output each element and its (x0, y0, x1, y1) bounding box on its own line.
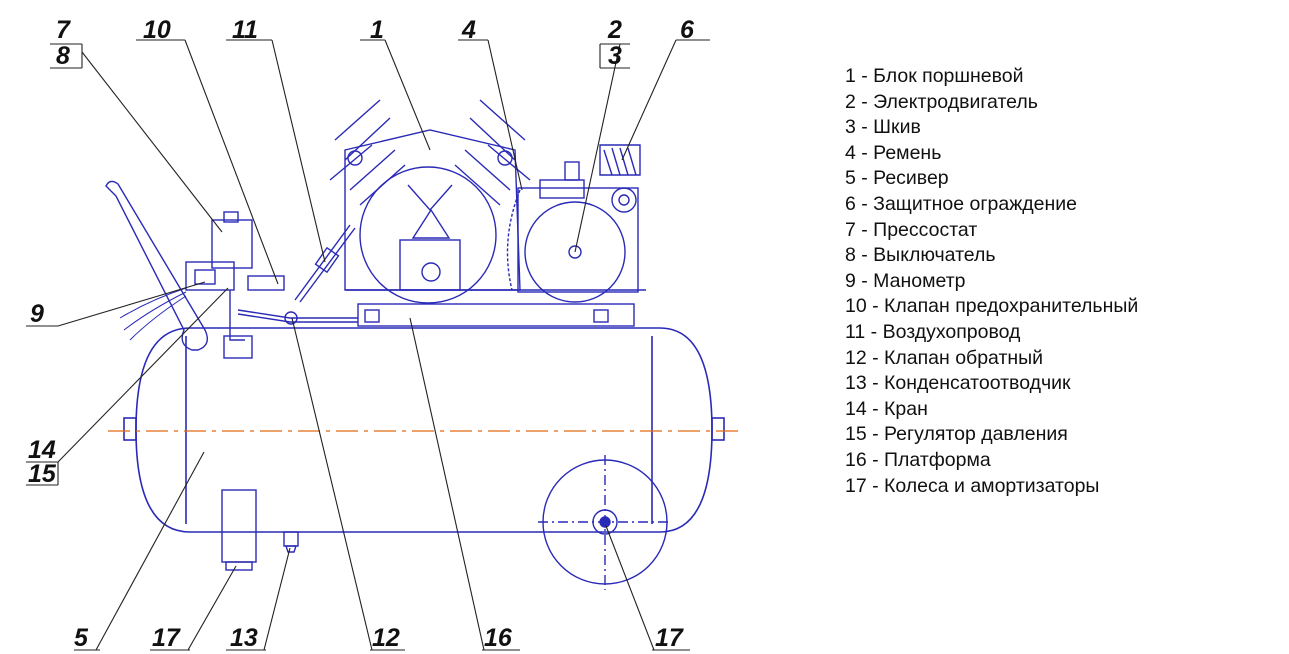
legend-item: 4 - Ремень (845, 141, 942, 164)
receiver-tank (123, 327, 725, 533)
callout-17-right: 17 (655, 624, 684, 652)
callout-11: 11 (232, 16, 258, 44)
legend-item: 9 - Манометр (845, 269, 966, 292)
callout-14: 14 (28, 436, 56, 464)
callout-16: 16 (484, 624, 513, 652)
callout-7: 7 (56, 16, 71, 44)
parts-legend: 1 - Блок поршневой 2 - Электродвигатель … (845, 64, 1138, 499)
leader-lines (26, 39, 710, 651)
cable (119, 287, 187, 341)
drain-and-support (221, 489, 299, 571)
handle (105, 180, 208, 351)
callout-3: 3 (608, 42, 622, 70)
legend-item: 13 - Конденсатоотводчик (845, 372, 1071, 395)
legend-item: 17 - Колеса и амортизаторы (845, 474, 1100, 497)
legend-item: 11 - Воздухопровод (845, 320, 1021, 343)
legend-item: 1 - Блок поршневой (845, 65, 1024, 87)
callout-15: 15 (28, 460, 57, 488)
callout-4: 4 (461, 16, 476, 44)
compressor-drawing: 7 8 10 11 1 4 2 3 6 9 14 15 5 17 13 12 1… (26, 16, 740, 652)
callout-12: 12 (372, 624, 400, 652)
callout-5: 5 (74, 624, 89, 652)
callout-17-left: 17 (152, 624, 181, 652)
callout-8: 8 (56, 42, 70, 70)
legend-item: 6 - Защитное ограждение (845, 192, 1077, 215)
legend-item: 14 - Кран (845, 397, 928, 420)
legend-item: 15 - Регулятор давления (845, 423, 1068, 446)
legend-item: 10 - Клапан предохранительный (845, 295, 1139, 318)
callout-13: 13 (230, 624, 258, 652)
electric-motor (506, 144, 641, 303)
legend-item: 12 - Клапан обратный (845, 346, 1044, 369)
legend-item: 7 - Прессостат (845, 218, 978, 241)
legend-item: 2 - Электродвигатель (845, 90, 1038, 113)
legend-item: 5 - Ресивер (845, 167, 949, 190)
pressure-switch-assembly (185, 211, 358, 359)
callout-10: 10 (143, 16, 171, 44)
piston-block (329, 99, 531, 304)
legend-item: 3 - Шкив (845, 116, 921, 139)
callout-6: 6 (680, 16, 695, 44)
callouts: 7 8 10 11 1 4 2 3 6 9 14 15 5 17 13 12 1… (28, 16, 695, 652)
wheel (538, 455, 672, 590)
legend-item: 8 - Выключатель (845, 244, 996, 267)
callout-9: 9 (30, 300, 44, 328)
callout-2: 2 (607, 16, 622, 44)
callout-1: 1 (370, 16, 384, 44)
legend-item: 16 - Платформа (845, 448, 991, 471)
